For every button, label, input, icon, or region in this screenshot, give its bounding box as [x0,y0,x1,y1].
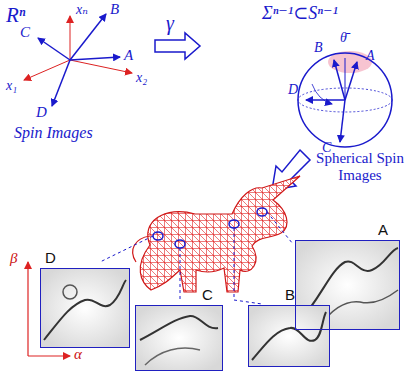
axis-label: α [74,346,82,363]
panel-letter: B [285,287,295,302]
vector-label: A [124,47,133,64]
panel-letter: A [378,222,388,237]
vector-label: A [366,48,375,63]
axis-label: x₂ [136,70,147,85]
panel-letter: C [202,287,213,302]
axis-label: x₁ [6,78,17,93]
space-name: Rⁿ [6,4,25,27]
axis-label: xₙ [76,2,88,17]
panel-letter: D [45,250,56,265]
vector-label: B [314,40,323,55]
vector-label: D [288,82,298,97]
spin-image-panel: C [135,305,223,371]
caption-label: Spin Images [14,124,93,142]
spin-image-panel: A [295,240,400,330]
vector-label: C [20,24,30,41]
spin-image-panel: D [40,268,130,348]
caption-label: Spherical Spin Images [312,150,408,183]
vector-label: D [36,104,47,121]
vector-label: B [110,1,119,18]
map-label: γ [166,12,174,34]
space-name: Σⁿ⁻¹⊂Sⁿ⁻¹ [262,4,338,24]
axis-label: β [10,250,17,267]
angle-label: θ̄ [340,30,347,45]
spin-image-panel: B [248,305,330,367]
